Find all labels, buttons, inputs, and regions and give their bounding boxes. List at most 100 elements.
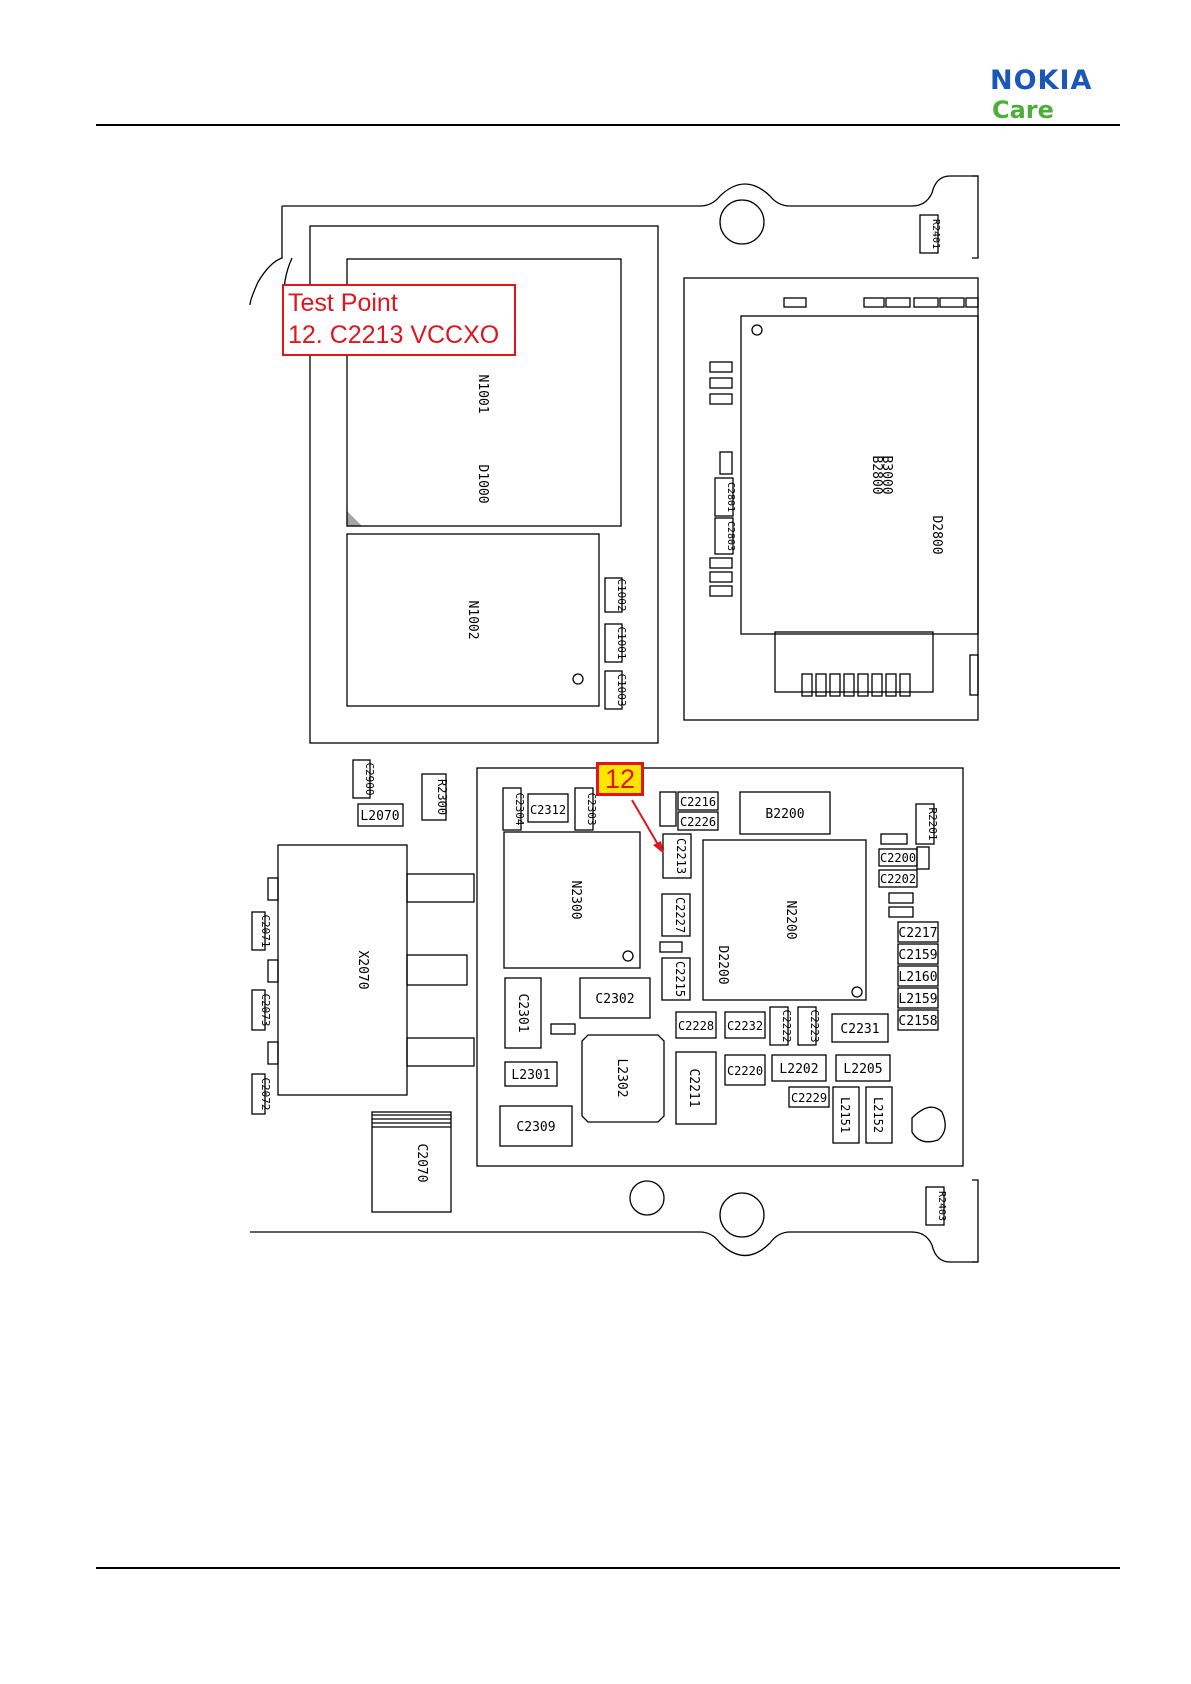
label-l2070: L2070 bbox=[360, 809, 399, 824]
label-c2200: C2200 bbox=[880, 851, 916, 865]
component-l2301 bbox=[504, 1061, 558, 1087]
label-c2900: C2900 bbox=[363, 762, 376, 795]
board-outline-left bbox=[249, 206, 283, 306]
ic-n2200 bbox=[702, 839, 867, 1001]
component-c2216 bbox=[677, 791, 719, 811]
label-c1003: C1003 bbox=[615, 673, 628, 706]
label-c2071: C2071 bbox=[259, 914, 272, 947]
board-outline-top bbox=[282, 175, 978, 207]
component-b2200 bbox=[739, 791, 831, 835]
component-r2300 bbox=[421, 773, 447, 821]
component-c2229 bbox=[788, 1086, 830, 1108]
component-c2070 bbox=[371, 1111, 452, 1213]
component-c2217 bbox=[897, 921, 939, 943]
logo-sub: Care bbox=[992, 96, 1054, 124]
label-n2300: N2300 bbox=[568, 880, 583, 919]
ic-n1001 bbox=[346, 258, 622, 527]
label-c2215: C2215 bbox=[673, 961, 687, 997]
label-c2303: C2303 bbox=[585, 792, 598, 825]
header-rule bbox=[96, 124, 1120, 126]
board-edge-right-bottom bbox=[972, 1179, 979, 1263]
label-c2232: C2232 bbox=[727, 1019, 763, 1033]
test-point-callout: Test Point 12. C2213 VCCXO bbox=[282, 284, 516, 356]
component-r2401 bbox=[919, 214, 939, 254]
ic-n1002 bbox=[346, 533, 600, 707]
connector-x2070 bbox=[277, 844, 408, 1096]
label-c2222: C2222 bbox=[780, 1009, 793, 1042]
label-c2202: C2202 bbox=[880, 872, 916, 886]
component-c2900 bbox=[352, 759, 371, 799]
label-r2300: R2300 bbox=[435, 779, 449, 815]
ic-n2300 bbox=[503, 831, 641, 969]
label-c1001: C1001 bbox=[615, 626, 628, 659]
component-c2312 bbox=[527, 793, 569, 823]
mounting-hole bbox=[629, 1180, 665, 1216]
component-c2213 bbox=[662, 833, 692, 879]
inductor-l2302 bbox=[581, 1034, 665, 1123]
label-n1001: N1001 bbox=[475, 374, 490, 413]
label-c2304: C2304 bbox=[513, 792, 526, 825]
component-c2303 bbox=[574, 787, 594, 831]
label-c1002: C1002 bbox=[615, 578, 628, 611]
component-l2151 bbox=[832, 1086, 860, 1144]
component-l2152 bbox=[865, 1086, 893, 1144]
label-d1000: D1000 bbox=[475, 464, 490, 503]
label-c2302: C2302 bbox=[595, 992, 634, 1007]
label-l2205: L2205 bbox=[843, 1062, 882, 1077]
label-l2151: L2151 bbox=[838, 1097, 852, 1133]
component-l2070 bbox=[357, 803, 404, 827]
label-l2302: L2302 bbox=[614, 1058, 629, 1097]
label-c2226: C2226 bbox=[680, 815, 716, 829]
mounting-hole bbox=[719, 199, 765, 245]
component-c2158 bbox=[897, 1009, 939, 1031]
footer-rule bbox=[96, 1567, 1120, 1569]
callout-title: Test Point bbox=[288, 289, 398, 317]
mounting-hole bbox=[719, 1192, 765, 1238]
shield-can-upper-left bbox=[309, 225, 659, 744]
component-l2205 bbox=[835, 1054, 891, 1082]
board-outline-bottom bbox=[250, 1231, 978, 1263]
label-d2800: D2800 bbox=[929, 515, 944, 554]
test-point-marker: 12 bbox=[596, 762, 644, 796]
label-r2201: R2201 bbox=[926, 807, 939, 840]
component-c2227 bbox=[661, 893, 691, 937]
component-c2072 bbox=[251, 1073, 266, 1115]
component-l2202 bbox=[771, 1054, 827, 1082]
component-c2222 bbox=[769, 1006, 789, 1046]
label-c2228: C2228 bbox=[678, 1019, 714, 1033]
label-c2803: C2803 bbox=[725, 521, 736, 551]
label-c2070: C2070 bbox=[414, 1143, 429, 1182]
label-c2159: C2159 bbox=[898, 948, 937, 963]
label-c2211: C2211 bbox=[686, 1068, 701, 1107]
label-n1002: N1002 bbox=[465, 600, 480, 639]
label-c2223: C2223 bbox=[808, 1009, 821, 1042]
component-c2302 bbox=[579, 977, 651, 1019]
component-c1002 bbox=[604, 577, 623, 613]
label-r2401: R2401 bbox=[930, 219, 941, 249]
component-c2211 bbox=[675, 1051, 717, 1125]
label-b2800: B2800 bbox=[869, 455, 884, 494]
callout-detail: 12. C2213 VCCXO bbox=[288, 321, 500, 349]
test-point-arrow bbox=[631, 799, 661, 849]
label-c2229: C2229 bbox=[791, 1091, 827, 1105]
label-l2202: L2202 bbox=[779, 1062, 818, 1077]
component-c2301 bbox=[504, 977, 542, 1049]
label-c2312: C2312 bbox=[530, 803, 566, 817]
nokia-care-logo: NOKIA Care bbox=[990, 66, 1120, 126]
label-r2403: R2403 bbox=[936, 1191, 947, 1221]
label-c2217: C2217 bbox=[898, 926, 937, 941]
label-c2216: C2216 bbox=[680, 795, 716, 809]
label-l2160: L2160 bbox=[898, 970, 937, 985]
component-c2309 bbox=[499, 1105, 573, 1147]
ic-b3000 bbox=[740, 315, 979, 635]
label-l2159: L2159 bbox=[898, 992, 937, 1007]
component-c2304 bbox=[502, 787, 522, 831]
component-c2226 bbox=[677, 811, 719, 831]
component-c2159 bbox=[897, 943, 939, 965]
component-c2232 bbox=[724, 1011, 766, 1039]
label-b2200: B2200 bbox=[765, 807, 804, 822]
component-c2202 bbox=[878, 869, 918, 888]
component-c2071 bbox=[251, 911, 266, 951]
label-x2070: X2070 bbox=[355, 950, 370, 989]
component-c1001 bbox=[604, 623, 623, 663]
